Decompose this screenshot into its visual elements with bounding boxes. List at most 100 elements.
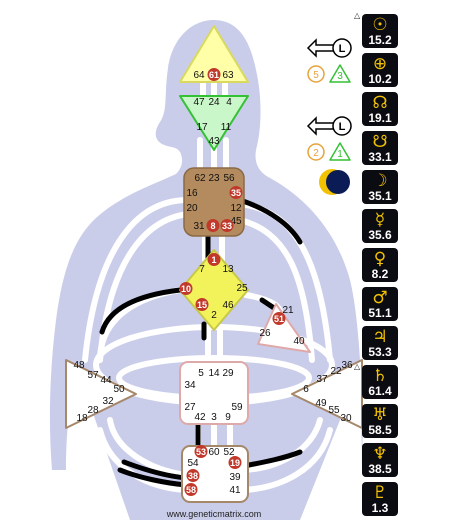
gate-6[interactable]: 6 (303, 384, 309, 395)
planet-card-saturn[interactable]: △♄61.4 (354, 362, 398, 399)
gate-49[interactable]: 49 (315, 398, 327, 409)
planet-card-south-node[interactable]: ☋33.1 (362, 131, 398, 165)
gate-35[interactable]: 35 (231, 188, 241, 198)
throat-center[interactable] (183, 167, 245, 237)
gate-48[interactable]: 48 (73, 360, 85, 371)
gate-64[interactable]: 64 (193, 70, 205, 81)
gate-4[interactable]: 4 (226, 97, 232, 108)
gate-32[interactable]: 32 (102, 396, 114, 407)
gate-3[interactable]: 3 (211, 412, 217, 423)
gate-23[interactable]: 23 (208, 173, 220, 184)
planet-card-earth[interactable]: ⊕10.2 (362, 53, 398, 87)
north-node-icon: ☊ (372, 93, 388, 113)
gate-56[interactable]: 56 (223, 173, 235, 184)
gate-55[interactable]: 55 (328, 405, 340, 416)
gate-44[interactable]: 44 (100, 375, 112, 386)
gate-50[interactable]: 50 (113, 384, 125, 395)
gate-24[interactable]: 24 (208, 97, 220, 108)
gate-47[interactable]: 47 (193, 97, 205, 108)
head-center[interactable] (179, 25, 249, 83)
planet-card-jupiter[interactable]: ♃53.3 (362, 326, 398, 360)
planet-card-mars[interactable]: ♂51.1 (362, 287, 398, 321)
gate-46[interactable]: 46 (222, 300, 234, 311)
gate-activation-dot (272, 312, 286, 325)
planet-card-uranus[interactable]: ♅58.5 (362, 404, 398, 438)
heart-center[interactable] (257, 303, 311, 353)
gate-41[interactable]: 41 (229, 485, 241, 496)
gate-54[interactable]: 54 (187, 458, 199, 469)
gate-63[interactable]: 63 (222, 70, 234, 81)
gate-13[interactable]: 13 (222, 264, 234, 275)
planet-value: 51.1 (368, 306, 392, 320)
neptune-icon: ♆ (372, 444, 388, 464)
exaltation-mark-icon: △ (354, 362, 361, 371)
gate-19[interactable]: 19 (230, 458, 240, 468)
gate-activation-dot (194, 445, 208, 458)
planet-card-moon[interactable]: ☽35.1 (362, 170, 398, 204)
gate-16[interactable]: 16 (186, 188, 198, 199)
gate-2[interactable]: 2 (211, 310, 217, 321)
gate-37[interactable]: 37 (316, 374, 328, 385)
spleen-center[interactable] (65, 359, 137, 429)
gate-52[interactable]: 52 (223, 447, 235, 458)
gate-31[interactable]: 31 (193, 221, 205, 232)
planet-value: 58.5 (368, 423, 392, 437)
variable-bottom-letter: L (339, 121, 346, 133)
gate-38[interactable]: 38 (188, 471, 198, 481)
gate-30[interactable]: 30 (340, 413, 352, 424)
gate-39[interactable]: 39 (229, 472, 241, 483)
g-center[interactable] (179, 249, 249, 331)
planet-card-mercury[interactable]: ☿35.6 (362, 209, 398, 243)
gate-33[interactable]: 33 (222, 221, 232, 231)
planet-card-sun[interactable]: △☉15.2 (354, 11, 398, 48)
gate-22[interactable]: 22 (330, 366, 342, 377)
variable-top-letter: L (339, 43, 346, 55)
gate-43[interactable]: 43 (208, 136, 220, 147)
gate-11[interactable]: 11 (221, 122, 232, 133)
variable-top-orange: 5 (313, 70, 319, 81)
sacral-center[interactable] (179, 361, 249, 425)
gate-7[interactable]: 7 (199, 264, 205, 275)
gate-40[interactable]: 40 (293, 336, 305, 347)
gate-34[interactable]: 34 (184, 380, 196, 391)
gate-8[interactable]: 8 (210, 221, 215, 231)
gate-29[interactable]: 29 (222, 368, 234, 379)
gate-51[interactable]: 51 (274, 314, 284, 324)
planet-value: 53.3 (368, 345, 392, 359)
gate-27[interactable]: 27 (184, 402, 196, 413)
planet-card-pluto[interactable]: ♇1.3 (362, 482, 398, 516)
gate-36[interactable]: 36 (341, 360, 353, 371)
ajna-center[interactable] (179, 95, 249, 151)
gate-5[interactable]: 5 (198, 368, 204, 379)
gate-58[interactable]: 58 (186, 485, 196, 495)
gate-9[interactable]: 9 (225, 412, 231, 423)
planet-card-north-node[interactable]: ☊19.1 (362, 92, 398, 126)
gate-60[interactable]: 60 (208, 447, 220, 458)
gate-53[interactable]: 53 (196, 447, 206, 457)
planet-card-venus[interactable]: ♀8.2 (362, 248, 398, 282)
gate-28[interactable]: 28 (87, 405, 99, 416)
gate-25[interactable]: 25 (236, 283, 248, 294)
gate-20[interactable]: 20 (186, 203, 198, 214)
gate-26[interactable]: 26 (259, 328, 271, 339)
planet-card-neptune[interactable]: ♆38.5 (362, 443, 398, 477)
mars-icon: ♂ (372, 288, 388, 308)
gate-61[interactable]: 61 (209, 70, 219, 80)
gate-17[interactable]: 17 (196, 122, 208, 133)
sun-icon: ☉ (372, 15, 388, 35)
gate-45[interactable]: 45 (230, 216, 242, 227)
gate-21[interactable]: 21 (282, 305, 294, 316)
gate-10[interactable]: 10 (181, 284, 191, 294)
gate-12[interactable]: 12 (230, 203, 242, 214)
gate-18[interactable]: 18 (76, 413, 88, 424)
gate-42[interactable]: 42 (194, 412, 206, 423)
gate-14[interactable]: 14 (208, 368, 220, 379)
gate-15[interactable]: 15 (197, 300, 207, 310)
gate-62[interactable]: 62 (194, 173, 206, 184)
gate-59[interactable]: 59 (231, 402, 243, 413)
gate-57[interactable]: 57 (87, 370, 99, 381)
gate-1[interactable]: 1 (211, 255, 216, 265)
uranus-icon: ♅ (372, 405, 388, 425)
